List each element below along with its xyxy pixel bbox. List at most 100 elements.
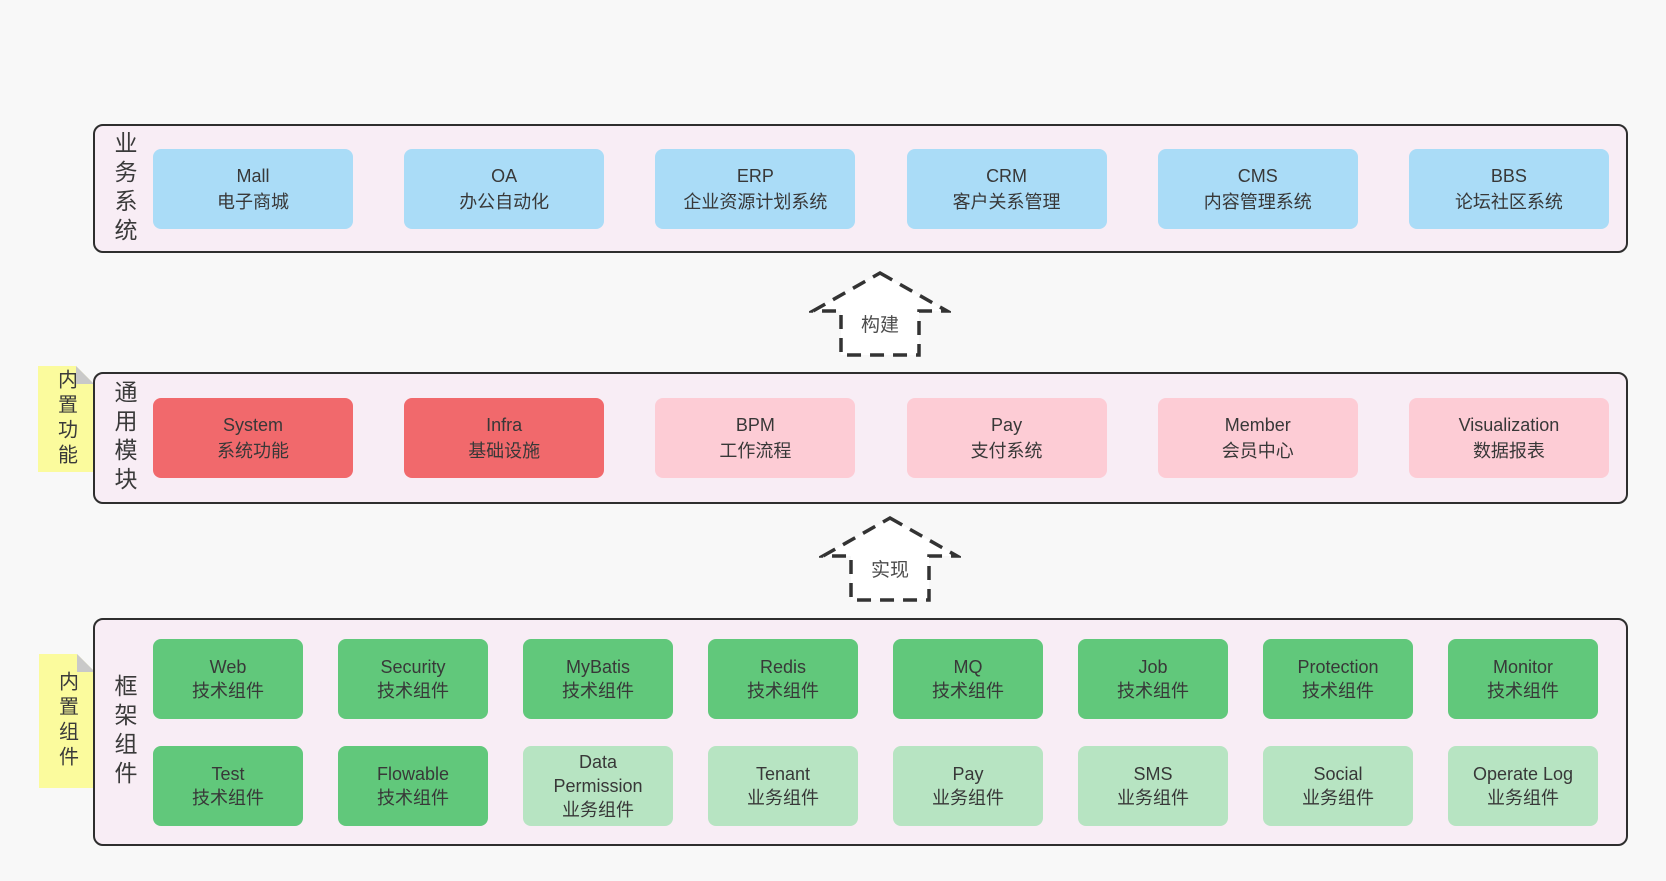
box-desc: 技术组件 [192, 787, 264, 808]
box-monitor: Monitor 技术组件 [1448, 638, 1598, 719]
box-name: Monitor [1492, 656, 1554, 677]
box-name: Infra [486, 415, 523, 435]
box-desc: 内容管理系统 [1203, 191, 1312, 212]
box-desc: 技术组件 [1487, 680, 1559, 701]
box-desc: 技术组件 [1302, 680, 1374, 701]
layer-side-label: 框架组件 [111, 674, 137, 790]
box-name: Tenant [755, 763, 811, 784]
box-sms: SMS 业务组件 [1078, 745, 1228, 826]
box-name: Redis [759, 656, 807, 677]
box-name: BPM [735, 415, 775, 435]
box-redis: Redis 技术组件 [708, 638, 858, 719]
box-desc: 客户关系管理 [952, 191, 1061, 212]
box-visualization: Visualization 数据报表 [1408, 398, 1609, 478]
box-name: Visualization [1458, 415, 1560, 435]
framework-components-rows: Web 技术组件 Security 技术组件 MyBatis 技术组件 Redi… [153, 620, 1626, 844]
box-mybatis: MyBatis 技术组件 [523, 638, 673, 719]
common-modules-box-row: System 系统功能 Infra 基础设施 BPM 工作流程 Pay 支付系统… [153, 374, 1626, 502]
box-desc: 技术组件 [377, 680, 449, 701]
box-name: Data Permission [553, 751, 643, 796]
box-desc: 业务组件 [932, 787, 1004, 808]
box-desc: 技术组件 [932, 680, 1004, 701]
box-name: Test [211, 763, 245, 784]
box-name: CMS [1237, 165, 1278, 186]
box-data-permission: Data Permission 业务组件 [523, 745, 673, 826]
common-modules-layer: 通用模块 System 系统功能 Infra 基础设施 BPM 工作流程 Pay… [93, 372, 1628, 504]
build-arrow: 构建 [809, 269, 951, 359]
box-name: Pay [952, 763, 984, 784]
box-mall: Mall 电子商城 [153, 148, 353, 229]
up-arrow-icon: 实现 [819, 515, 961, 602]
box-pay: Pay 支付系统 [906, 398, 1107, 478]
box-test: Test 技术组件 [153, 745, 303, 826]
box-desc: 技术组件 [377, 787, 449, 808]
up-arrow-icon: 构建 [809, 270, 951, 357]
box-crm: CRM 客户关系管理 [906, 148, 1107, 229]
components-row-2: Test 技术组件 Flowable 技术组件 Data Permission … [153, 745, 1598, 826]
implement-arrow-label: 实现 [871, 559, 909, 581]
box-name: Flowable [376, 763, 450, 784]
box-desc: 支付系统 [970, 441, 1043, 461]
box-name: Security [380, 656, 446, 677]
box-name: Social [1313, 763, 1363, 784]
box-name: SMS [1133, 763, 1173, 784]
box-flowable: Flowable 技术组件 [338, 745, 488, 826]
implement-arrow: 实现 [819, 514, 961, 604]
box-desc: 业务组件 [1302, 787, 1374, 808]
box-name: Web [209, 656, 247, 677]
box-desc: 数据报表 [1472, 441, 1545, 461]
box-member: Member 会员中心 [1157, 398, 1358, 478]
layer-side-label: 通用模块 [111, 380, 137, 496]
box-name: CRM [986, 165, 1028, 186]
business-systems-layer: 业务系统 Mall 电子商城 OA 办公自动化 ERP 企业资源计划系统 CRM… [93, 124, 1628, 253]
box-desc: 业务组件 [1117, 787, 1189, 808]
box-desc: 基础设施 [468, 441, 541, 461]
box-erp: ERP 企业资源计划系统 [655, 148, 856, 229]
box-operate-log: Operate Log 业务组件 [1448, 745, 1598, 826]
box-desc: 系统功能 [217, 441, 289, 461]
box-desc: 业务组件 [562, 799, 634, 820]
box-pay-component: Pay 业务组件 [893, 745, 1043, 826]
sticky-note-built-in-features: 内置功能 [38, 366, 94, 472]
box-name: Operate Log [1472, 763, 1574, 784]
box-name: ERP [736, 165, 774, 186]
box-name: MyBatis [565, 656, 630, 677]
box-infra: Infra 基础设施 [404, 398, 605, 478]
layer-side-label: 业务系统 [111, 130, 137, 247]
box-name: MQ [953, 656, 983, 677]
sticky-note-built-in-components: 内置组件 [39, 654, 95, 788]
box-bpm: BPM 工作流程 [655, 398, 856, 478]
box-protection: Protection 技术组件 [1263, 638, 1413, 719]
box-web: Web 技术组件 [153, 638, 303, 719]
box-desc: 会员中心 [1221, 441, 1294, 461]
box-social: Social 业务组件 [1263, 745, 1413, 826]
framework-components-layer: 框架组件 Web 技术组件 Security 技术组件 MyBatis 技术组件… [93, 618, 1628, 846]
components-row-1: Web 技术组件 Security 技术组件 MyBatis 技术组件 Redi… [153, 638, 1598, 719]
business-systems-box-row: Mall 电子商城 OA 办公自动化 ERP 企业资源计划系统 CRM 客户关系… [153, 126, 1626, 251]
box-security: Security 技术组件 [338, 638, 488, 719]
sticky-note-label: 内置组件 [55, 671, 78, 771]
box-system: System 系统功能 [153, 398, 353, 478]
box-name: Member [1224, 415, 1291, 435]
box-desc: 企业资源计划系统 [683, 191, 828, 212]
box-desc: 技术组件 [562, 680, 634, 701]
box-tenant: Tenant 业务组件 [708, 745, 858, 826]
box-desc: 技术组件 [1117, 680, 1189, 701]
box-desc: 工作流程 [719, 441, 792, 461]
box-name: Protection [1297, 656, 1379, 677]
box-name: BBS [1490, 165, 1527, 186]
box-desc: 业务组件 [747, 787, 819, 808]
box-name: Mall [236, 165, 270, 186]
box-job: Job 技术组件 [1078, 638, 1228, 719]
box-name: OA [491, 165, 518, 186]
box-name: System [222, 415, 283, 435]
box-desc: 办公自动化 [459, 191, 550, 212]
box-desc: 技术组件 [192, 680, 264, 701]
box-desc: 业务组件 [1487, 787, 1559, 808]
box-oa: OA 办公自动化 [404, 148, 605, 229]
box-bbs: BBS 论坛社区系统 [1408, 148, 1609, 229]
box-cms: CMS 内容管理系统 [1157, 148, 1358, 229]
build-arrow-label: 构建 [861, 314, 899, 336]
box-desc: 论坛社区系统 [1454, 191, 1563, 212]
box-mq: MQ 技术组件 [893, 638, 1043, 719]
